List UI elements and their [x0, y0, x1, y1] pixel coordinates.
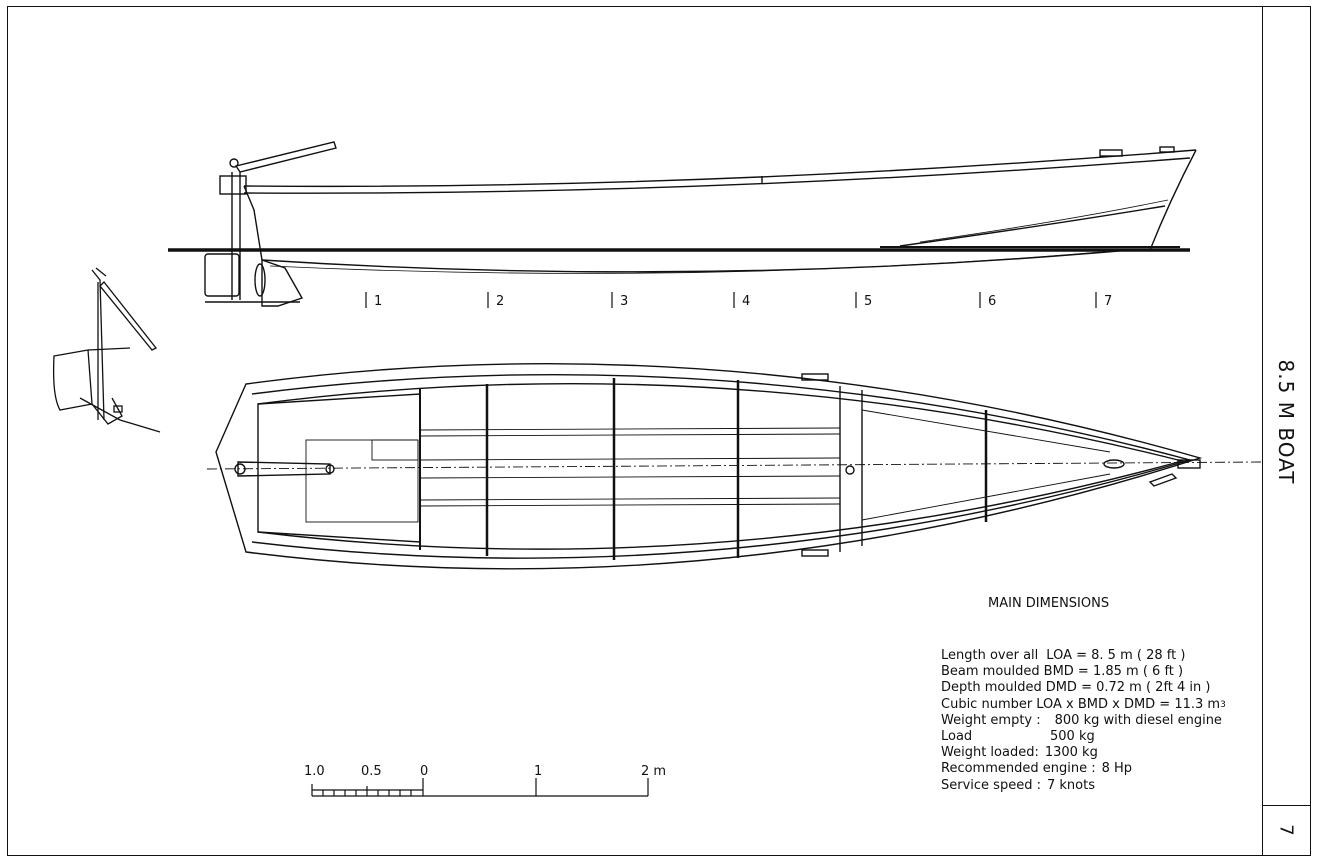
dimension-value: 1300 kg — [1044, 745, 1098, 761]
dimension-value: LOA = 8. 5 m ( 28 ft ) — [1046, 648, 1186, 663]
station-label: 2 — [496, 294, 505, 309]
plan-view — [206, 363, 1263, 570]
dimension-label: Recommended engine : — [941, 761, 1096, 777]
station-label: 4 — [742, 294, 751, 309]
station-label: 7 — [1104, 294, 1113, 309]
dimension-row: Weight loaded: 1300 kg — [941, 745, 1226, 761]
dimension-row: Recommended engine : 8 Hp — [941, 761, 1226, 777]
centerline — [206, 461, 1263, 470]
dimension-value: LOA x BMD x DMD = 11.3 m — [1036, 696, 1221, 712]
keel-line — [261, 249, 1131, 273]
chine-line — [899, 205, 1166, 247]
stem — [1149, 149, 1197, 251]
dimension-row: Load 500 kg — [941, 729, 1226, 745]
scale-label: 2 m — [641, 764, 667, 779]
station-label: 5 — [864, 294, 873, 309]
scale-label: 0.5 — [361, 764, 382, 779]
dimension-label: Weight loaded: — [941, 745, 1039, 761]
propeller — [254, 263, 266, 297]
dimension-label: Service speed : — [941, 777, 1041, 793]
side-profile — [168, 141, 1197, 307]
dimension-row: Length over all LOA = 8. 5 m ( 28 ft ) — [941, 648, 1226, 664]
rudder-detail — [52, 267, 161, 433]
dimension-label: Load — [941, 729, 973, 745]
dimension-value: 500 kg — [1050, 729, 1095, 745]
dimension-label: Cubic number — [941, 696, 1033, 712]
dimension-value: DMD = 0.72 m ( 2ft 4 in ) — [1045, 680, 1211, 696]
rudder — [204, 253, 240, 297]
station-label: 6 — [988, 294, 997, 309]
sheer-line — [243, 149, 1197, 188]
dimensions-table: Length over all LOA = 8. 5 m ( 28 ft ) Be… — [941, 648, 1226, 794]
station-label: 1 — [374, 294, 383, 309]
dimension-label: Length over all — [941, 648, 1039, 663]
drawing-frame — [7, 6, 1311, 856]
tiller — [234, 141, 337, 173]
dimension-value: 800 kg with diesel engine — [1054, 712, 1222, 728]
hull-outline — [215, 363, 1203, 570]
dimensions-heading: MAIN DIMENSIONS — [988, 596, 1110, 611]
scale-label: 0 — [420, 764, 429, 779]
dimension-label: Weight empty : — [941, 712, 1041, 728]
dimension-value: 8 Hp — [1101, 761, 1133, 777]
dimension-row: Weight empty : 800 kg with diesel engine — [941, 713, 1226, 729]
dimension-label: Beam moulded — [941, 664, 1040, 680]
page-number-box — [1262, 805, 1311, 856]
scale-label: 1.0 — [304, 764, 325, 779]
transom — [243, 185, 263, 261]
station-marks — [365, 292, 1097, 308]
dimension-superscript: 3 — [1220, 699, 1226, 710]
title-strip — [1262, 6, 1311, 856]
dimension-row: Service speed : 7 knots — [941, 778, 1226, 794]
plan-tiller — [237, 461, 331, 477]
scale-label: 1 — [534, 764, 543, 779]
station-label: 3 — [620, 294, 629, 309]
dimension-value: BMD = 1.85 m ( 6 ft ) — [1043, 664, 1184, 680]
scale-bar — [311, 778, 649, 797]
dimension-value: 7 knots — [1046, 777, 1095, 793]
dimension-label: Depth moulded — [941, 680, 1042, 696]
